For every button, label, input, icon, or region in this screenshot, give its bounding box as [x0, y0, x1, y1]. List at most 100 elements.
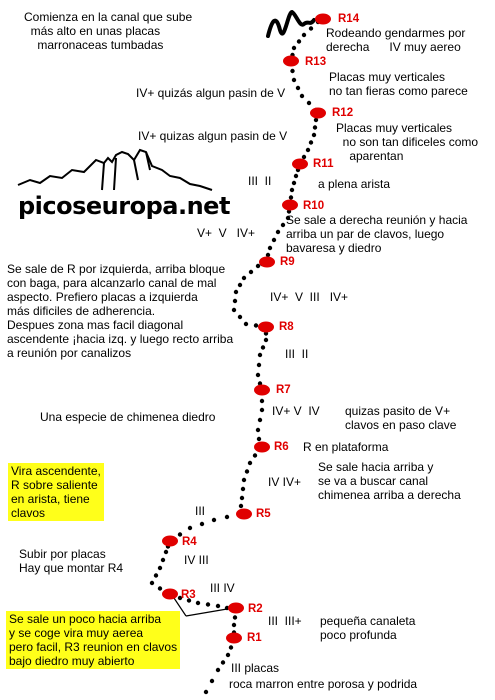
route-dot: [186, 598, 192, 603]
relay-marker-r10: [282, 199, 298, 211]
relay-marker-r2: [228, 602, 244, 614]
site-brand: picoseuropa.net: [18, 192, 230, 220]
relay-marker-r5: [236, 508, 252, 520]
route-dot: [232, 298, 238, 304]
relay-marker-r4: [162, 535, 178, 547]
relay-label-r2: R2: [248, 603, 263, 615]
relay-label-r4: R4: [182, 536, 197, 548]
r1-grade: III placas: [231, 661, 280, 675]
route-dot: [267, 245, 273, 251]
route-dot: [215, 667, 221, 673]
route-dot: [225, 652, 231, 658]
route-dot: [160, 557, 166, 563]
relay-marker-r11: [292, 158, 308, 170]
route-dot: [233, 289, 239, 295]
route-dot: [308, 140, 314, 145]
relay-marker-r6: [254, 441, 270, 453]
route-dot: [255, 427, 261, 433]
route-dot: [295, 85, 301, 91]
route-dot: [241, 477, 247, 483]
highlight-note-lower: Se sale un poco hacia arriba y se coge v…: [6, 611, 181, 669]
relay-marker-r7: [254, 384, 270, 396]
relay-label-r13: R13: [305, 56, 327, 68]
r2-grade: III III+: [268, 614, 302, 628]
route-dot: [291, 45, 297, 51]
r4-grade: IV III: [184, 553, 209, 567]
route-dot: [259, 398, 265, 404]
r10-right-note: Se sale a derecha reunión y hacia arriba…: [286, 213, 468, 255]
route-dot: [305, 147, 311, 153]
route-dot: [231, 622, 237, 628]
route-dot: [231, 307, 237, 313]
route-dot: [301, 154, 307, 160]
route-dot: [163, 549, 169, 555]
route-dot: [224, 605, 230, 611]
route-dot: [253, 323, 259, 328]
route-dot: [248, 269, 254, 275]
route-dot: [288, 195, 294, 200]
route-dot: [280, 222, 286, 228]
relay-marker-r3: [162, 588, 178, 600]
r1-right-note: roca marron entre porosa y podrida: [229, 677, 418, 691]
route-dot: [228, 645, 234, 650]
r7-right-note: quizas pasito de V+ clavos en paso clave: [345, 404, 457, 432]
route-dot: [203, 689, 209, 695]
relay-marker-r13: [283, 55, 299, 67]
route-dot: [247, 460, 253, 466]
route-dot: [243, 321, 249, 327]
relay-marker-r14: [315, 13, 331, 25]
relay-label-r1: R1: [247, 632, 262, 644]
route-dot: [312, 125, 318, 130]
route-dot: [211, 517, 217, 523]
route-dot: [290, 68, 295, 74]
route-dot: [224, 514, 230, 520]
route-dot: [232, 615, 238, 620]
route-dot: [263, 337, 269, 343]
route-dot: [308, 26, 314, 31]
r5-grade: III: [195, 504, 206, 518]
route-dot: [149, 580, 155, 586]
route-dot: [257, 417, 263, 423]
route-dot: [252, 453, 258, 458]
r7-grade: IV+ V IV: [272, 404, 320, 418]
r6-grade: IV IV+: [268, 475, 302, 489]
r6-right-note-2: Se sale hacia arriba y se va a buscar ca…: [318, 460, 461, 502]
route-dot: [301, 32, 307, 38]
r13-left-note: IV+ quizás algun pasin de V: [136, 86, 286, 100]
start-note: Comienza en la canal que sube más alto e…: [24, 10, 193, 52]
route-dot: [271, 237, 277, 243]
r14-note: Rodeando gendarmes por derecha IV muy ae…: [326, 26, 466, 54]
relay-label-r7: R7: [276, 384, 291, 396]
r12-right-note: Placas muy verticales no son tan dificel…: [336, 121, 479, 163]
r8-grade: III II: [285, 347, 309, 361]
r11-right-note: a plena arista: [318, 177, 391, 191]
r3-grade: III IV: [210, 581, 235, 595]
route-dot: [299, 93, 305, 99]
route-dot: [306, 100, 312, 106]
r11-grade: III II: [248, 174, 272, 188]
relay-marker-r1: [226, 632, 242, 644]
route-dot: [238, 503, 244, 509]
r4-left-note: Subir por placas Hay que montar R4: [19, 547, 124, 575]
route-dot: [209, 678, 215, 684]
mountain-sketch: [17, 148, 213, 191]
relay-label-r3: R3: [181, 589, 196, 601]
r9-grade: IV+ V III IV+: [270, 290, 349, 304]
relay-label-r9: R9: [280, 256, 295, 268]
route-dot: [275, 229, 281, 235]
relay-label-r10: R10: [303, 200, 325, 212]
gendarme-sketch: [266, 9, 316, 38]
relay-marker-r8: [258, 321, 274, 333]
route-dot: [257, 352, 263, 358]
route-dot: [260, 345, 266, 350]
route-dot: [265, 252, 271, 258]
relay-label-r12: R12: [332, 107, 354, 119]
route-dot: [293, 173, 299, 179]
relay-label-r8: R8: [279, 321, 294, 333]
r2-right-note: pequeña canaleta poco profunda: [320, 614, 416, 642]
route-dot: [157, 565, 163, 571]
route-dot: [177, 532, 183, 537]
relay-marker-r9: [259, 256, 275, 268]
r12-left-note: IV+ quizas algun pasin de V: [138, 129, 288, 143]
